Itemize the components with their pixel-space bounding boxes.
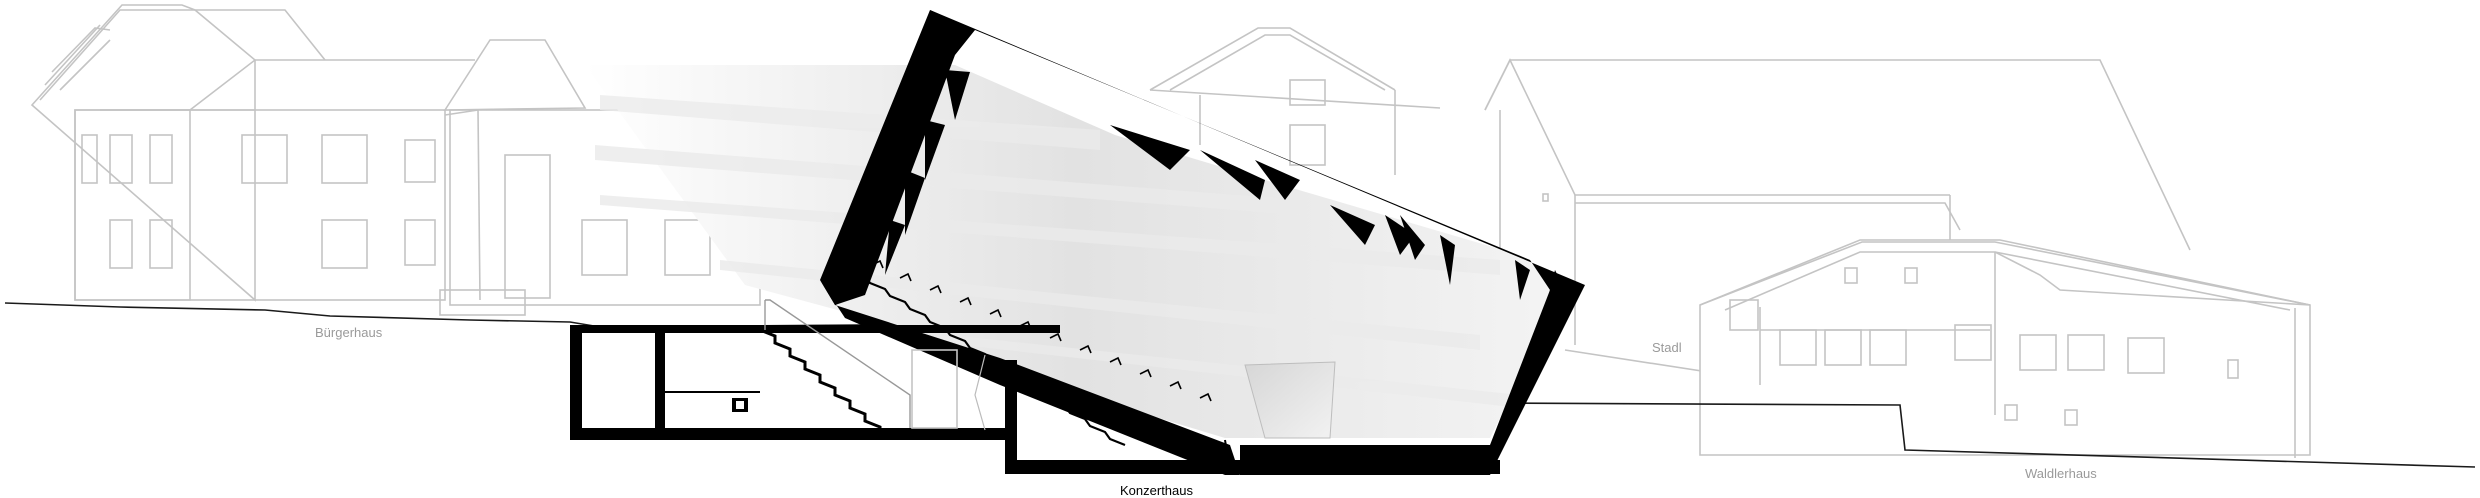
waldlerhaus-elevation xyxy=(1699,239,2311,458)
konzerthaus-section xyxy=(585,10,1585,475)
label-buergerhaus: Bürgerhaus xyxy=(315,325,383,340)
stage-screen xyxy=(1244,361,1336,439)
background-house-elevation xyxy=(1149,27,1441,175)
label-konzerthaus: Konzerthaus xyxy=(1120,483,1193,498)
hall-interior xyxy=(585,65,1565,438)
label-stadl: Stadl xyxy=(1652,340,1682,355)
foyer-section xyxy=(570,299,1500,474)
label-waldlerhaus: Waldlerhaus xyxy=(2025,466,2097,481)
